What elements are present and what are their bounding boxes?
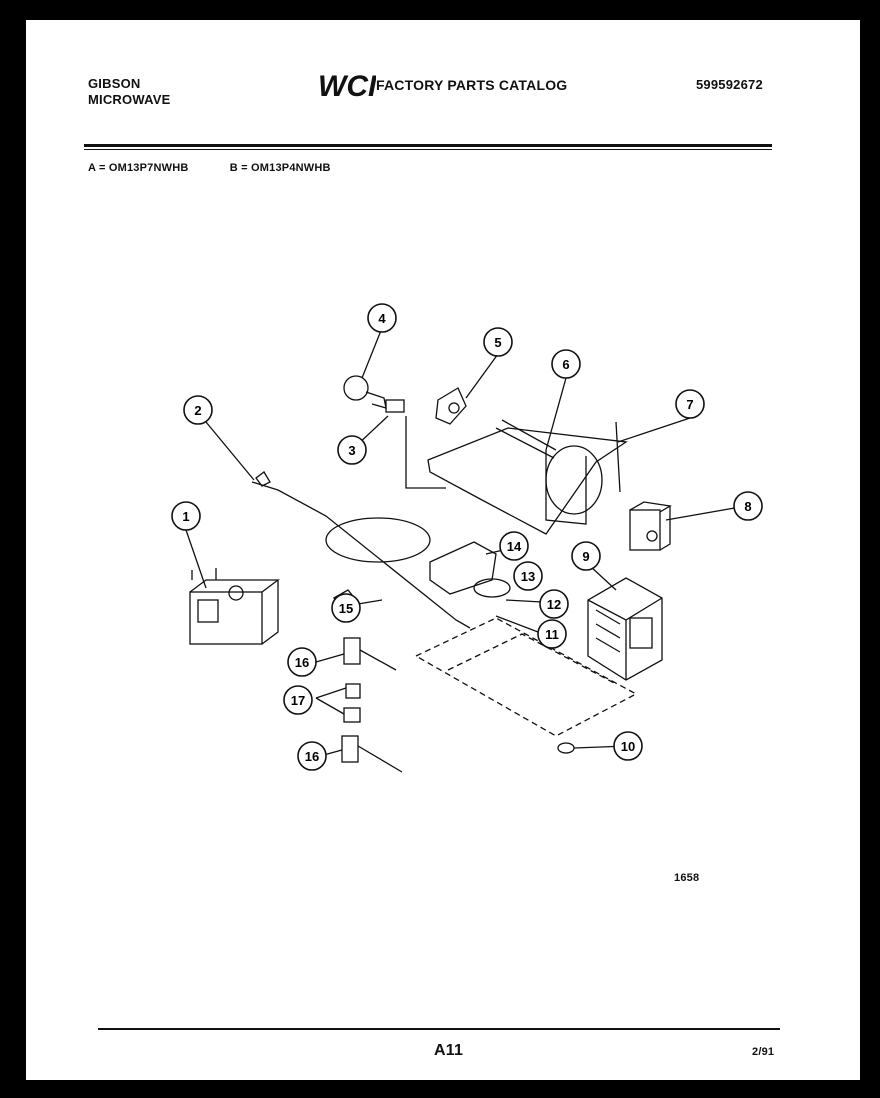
svg-text:11: 11 — [545, 627, 559, 642]
brand-line-2: MICROWAVE — [88, 92, 171, 107]
callout-16-lower: 16 — [297, 741, 327, 771]
callout-8: 8 — [733, 491, 763, 521]
callout-bubbles: 1 2 3 4 5 6 7 8 9 10 11 12 13 14 15 16 1… — [171, 303, 763, 771]
svg-text:8: 8 — [744, 499, 751, 514]
callout-10: 10 — [613, 731, 643, 761]
callout-9: 9 — [571, 541, 601, 571]
callout-13: 13 — [513, 561, 543, 591]
revision-date: 2/91 — [752, 1046, 775, 1058]
base-plate-part — [414, 617, 638, 737]
page-number: A11 — [434, 1042, 464, 1059]
capacitor-part — [429, 541, 511, 598]
svg-text:4: 4 — [378, 311, 386, 326]
header-rule-thin — [84, 149, 772, 150]
callout-15: 15 — [331, 593, 361, 623]
power-cord-part — [251, 471, 471, 629]
model-b: B = OM13P4NWHB — [229, 162, 331, 174]
callout-16-upper: 16 — [287, 647, 317, 677]
header-rule — [84, 144, 772, 147]
callout-12: 12 — [539, 589, 569, 619]
catalog-page: GIBSON MICROWAVE WCI FACTORY PARTS CATAL… — [26, 20, 860, 1080]
callout-5: 5 — [483, 327, 513, 357]
interlock-switches-part — [332, 589, 403, 773]
svg-text:16: 16 — [295, 655, 309, 670]
svg-text:14: 14 — [507, 539, 522, 554]
grommet-part — [557, 742, 575, 754]
callout-14: 14 — [499, 531, 529, 561]
svg-text:10: 10 — [621, 739, 635, 754]
svg-text:7: 7 — [686, 397, 693, 412]
figure-number: 1658 — [674, 872, 700, 884]
svg-text:16: 16 — [305, 749, 319, 764]
catalog-number: 599592672 — [696, 77, 763, 92]
callout-4: 4 — [367, 303, 397, 333]
transformer-part — [587, 577, 663, 681]
switch-assembly-part — [629, 501, 672, 551]
fan-blade-part — [435, 387, 467, 425]
brand-label: GIBSON MICROWAVE — [88, 76, 170, 108]
parts-diagram: 1 2 3 4 5 6 7 8 9 10 11 12 13 14 15 16 1… — [171, 303, 763, 773]
svg-text:9: 9 — [582, 549, 589, 564]
svg-text:6: 6 — [562, 357, 569, 372]
svg-text:12: 12 — [547, 597, 561, 612]
callout-6: 6 — [551, 349, 581, 379]
brand-line-1: GIBSON — [88, 76, 141, 91]
model-a: A = OM13P7NWHB — [88, 162, 189, 174]
callout-17: 17 — [283, 685, 313, 715]
fan-housing-part — [427, 419, 628, 535]
svg-text:13: 13 — [521, 569, 535, 584]
callout-7: 7 — [675, 389, 705, 419]
footer-rule — [98, 1028, 780, 1030]
catalog-title: FACTORY PARTS CATALOG — [376, 77, 568, 93]
svg-text:17: 17 — [291, 693, 305, 708]
callout-2: 2 — [183, 395, 213, 425]
wci-logo: WCI — [318, 70, 376, 102]
svg-text:15: 15 — [339, 601, 353, 616]
logo-text: WCI — [318, 70, 376, 102]
leader-lines — [185, 327, 747, 757]
callout-11: 11 — [537, 619, 567, 649]
svg-text:5: 5 — [494, 335, 501, 350]
magnetron-part — [189, 568, 280, 645]
svg-text:2: 2 — [194, 403, 201, 418]
svg-text:3: 3 — [348, 443, 355, 458]
callout-1: 1 — [171, 501, 201, 531]
svg-text:1: 1 — [182, 509, 189, 524]
callout-3: 3 — [337, 435, 367, 465]
model-legend: A = OM13P7NWHB B = OM13P4NWHB — [88, 162, 369, 174]
lamp-part — [343, 375, 446, 489]
